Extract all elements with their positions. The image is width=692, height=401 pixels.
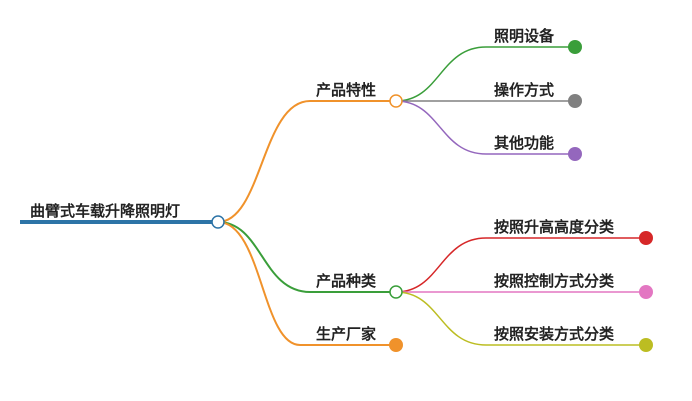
leaf-1-1-label[interactable]: 照明设备 [494,27,555,45]
leaf-2-1-label[interactable]: 按照升高高度分类 [494,218,615,236]
leaf-2-2-label[interactable]: 按照控制方式分类 [494,272,615,290]
leaf-1-3-dot [568,147,582,161]
leaf-1-2-dot [568,94,582,108]
root-node-circle [211,215,225,229]
connector-branch-2-child-1 [395,237,646,293]
leaf-1-1-dot [568,40,582,54]
connector-branch-2-child-3 [395,291,646,346]
connector-root-to-branch-2 [217,221,396,293]
connector-root-to-branch-3 [217,221,396,346]
leaf-2-3-label[interactable]: 按照安装方式分类 [494,325,615,343]
branch-1-label[interactable]: 产品特性 [316,81,377,99]
connector-root-to-branch-1 [217,100,396,223]
leaf-1-2-label[interactable]: 操作方式 [494,81,555,99]
branch-3-node-dot [389,338,403,352]
connector-branch-1-child-1 [395,46,575,102]
branch-1-node-circle [389,94,403,108]
branch-3-label[interactable]: 生产厂家 [316,325,377,343]
root-label[interactable]: 曲臂式车载升降照明灯 [30,202,181,220]
leaf-2-1-dot [639,231,653,245]
connector-branch-1-child-3 [395,100,575,155]
branch-2-label[interactable]: 产品种类 [316,272,377,290]
branch-2-node-circle [389,285,403,299]
leaf-2-3-dot [639,338,653,352]
leaf-2-2-dot [639,285,653,299]
leaf-1-3-label[interactable]: 其他功能 [494,134,555,152]
